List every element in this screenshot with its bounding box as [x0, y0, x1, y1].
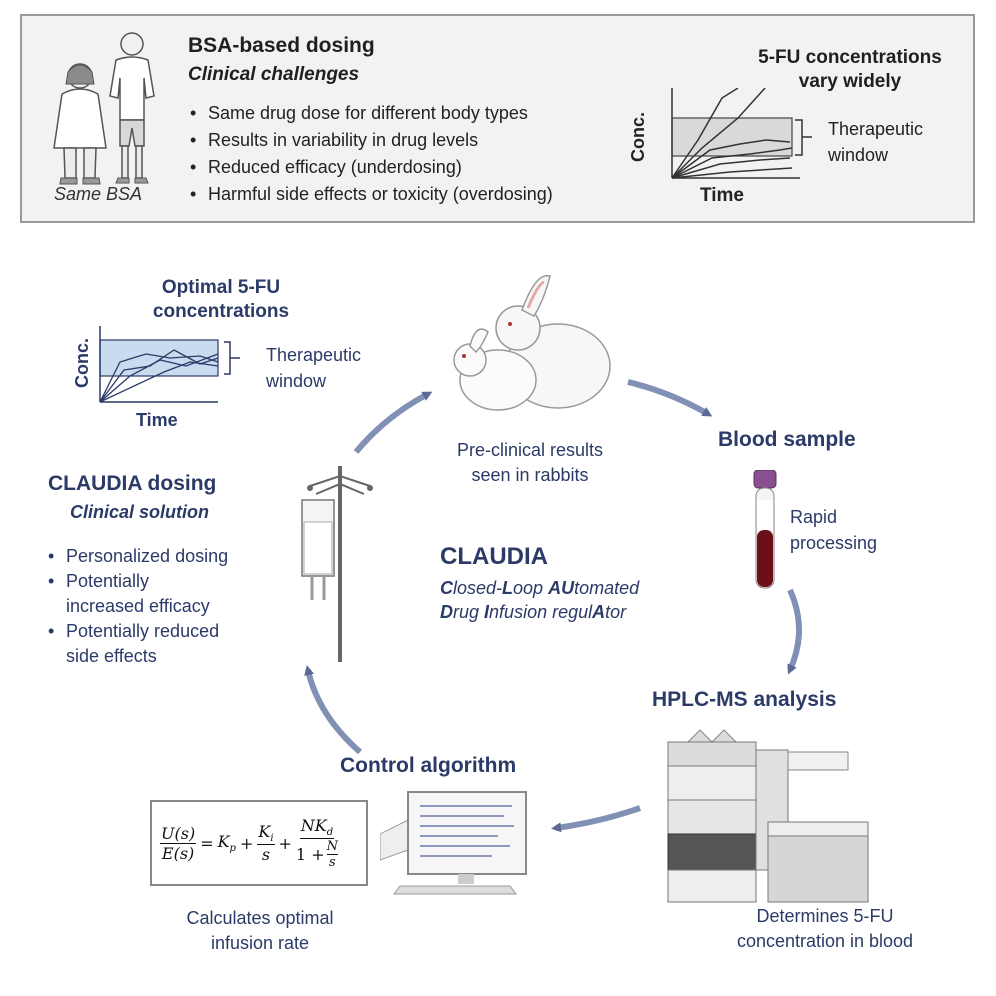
claudia-title: CLAUDIA — [440, 543, 548, 570]
optimal-title: Optimal 5-FU concentrations — [152, 277, 290, 322]
variable-window-label: Therapeutic window — [828, 119, 924, 165]
bsa-bullet: Results in variability in drug levels — [190, 127, 553, 154]
acronym-fragment: rug — [453, 602, 485, 622]
series-line — [671, 147, 793, 179]
acronym-fragment: I — [484, 602, 490, 622]
optimal-series-line — [99, 349, 219, 403]
optimal-window-bracket — [224, 341, 240, 375]
series-line — [671, 88, 739, 179]
rabbits-caption: Pre-clinical results seen in rabbits — [456, 440, 604, 485]
claudia-acronym-line: Closed-Loop AUtomated — [440, 576, 639, 600]
arrow-rabbits-to-blood — [627, 379, 713, 417]
rapid-processing-note: Rapid processing — [790, 507, 878, 553]
blood-tube-illustration — [753, 470, 777, 589]
optimal-window-band — [99, 339, 219, 377]
arrow-algorithm-to-infusion — [304, 665, 362, 755]
claudia-bullet-list: Personalized dosing Potentiallyincreased… — [48, 544, 228, 669]
variable-chart-title: 5-FU concentrations vary widely — [758, 47, 942, 92]
optimal-series-line — [99, 361, 219, 403]
optimal-series-line — [99, 353, 219, 403]
blood-sample-title: Blood sample — [718, 428, 856, 451]
bsa-bullet: Same drug dose for different body types — [190, 100, 553, 127]
acronym-fragment: tor — [605, 602, 627, 622]
acronym-fragment: nfusion regul — [489, 602, 593, 622]
computer-illustration — [380, 791, 527, 895]
claudia-dosing-subtitle: Clinical solution — [70, 502, 210, 522]
acronym-fragment: tomated — [574, 578, 640, 598]
arrow-hplc-to-algorithm — [551, 805, 641, 833]
optimal-ylabel: Conc. — [72, 337, 92, 388]
pid-equation: U(s) E(s) = Kp + Ki s + NKd 1 + N s — [160, 815, 338, 871]
hplc-instrument-illustration — [667, 729, 869, 903]
acronym-fragment: losed- — [453, 578, 503, 598]
claudia-acronym: Closed-Loop AUtomated Drug Infusion regu… — [440, 576, 639, 624]
series-line — [671, 167, 793, 179]
control-caption: Calculates optimal infusion rate — [186, 908, 334, 953]
series-line — [671, 88, 766, 179]
iv-bag-illustration — [301, 466, 373, 662]
bsa-subtitle: Clinical challenges — [188, 64, 360, 85]
arrow-infusion-to-rabbits — [353, 391, 433, 454]
variable-chart-xlabel: Time — [700, 185, 745, 206]
window-bracket — [795, 119, 812, 156]
optimal-concentration-chart — [99, 326, 240, 403]
bsa-title: BSA-based dosing — [188, 34, 375, 57]
hplc-caption: Determines 5-FU concentration in blood — [736, 906, 914, 951]
hplc-title: HPLC-MS analysis — [652, 688, 837, 711]
series-line — [671, 139, 791, 179]
optimal-window-label: Therapeutic window — [266, 345, 362, 391]
optimal-series-line — [99, 353, 219, 403]
rabbits-illustration — [453, 274, 611, 411]
acronym-fragment: D — [440, 602, 453, 622]
acronym-fragment: C — [440, 578, 453, 598]
bsa-bullet: Harmful side effects or toxicity (overdo… — [190, 181, 553, 208]
claudia-acronym-line: Drug Infusion regulAtor — [440, 600, 639, 624]
claudia-dosing-title: CLAUDIA dosing — [48, 472, 217, 495]
acronym-fragment: A — [592, 602, 606, 622]
claudia-bullet: Personalized dosing — [48, 544, 228, 569]
acronym-fragment: L — [502, 578, 514, 598]
acronym-fragment: AU — [548, 578, 575, 598]
people-illustration — [53, 32, 155, 185]
optimal-xlabel: Time — [136, 410, 178, 430]
acronym-fragment: oop — [513, 578, 549, 598]
bsa-bullet-list: Same drug dose for different body types … — [190, 100, 553, 208]
bsa-bullet: Reduced efficacy (underdosing) — [190, 154, 553, 181]
series-line — [671, 157, 791, 179]
variable-concentration-chart — [671, 88, 812, 179]
pid-equation-box: U(s) E(s) = Kp + Ki s + NKd 1 + N s — [150, 800, 368, 886]
arrow-blood-to-hplc — [787, 588, 802, 675]
control-algorithm-title: Control algorithm — [340, 754, 517, 777]
people-caption: Same BSA — [54, 184, 143, 204]
